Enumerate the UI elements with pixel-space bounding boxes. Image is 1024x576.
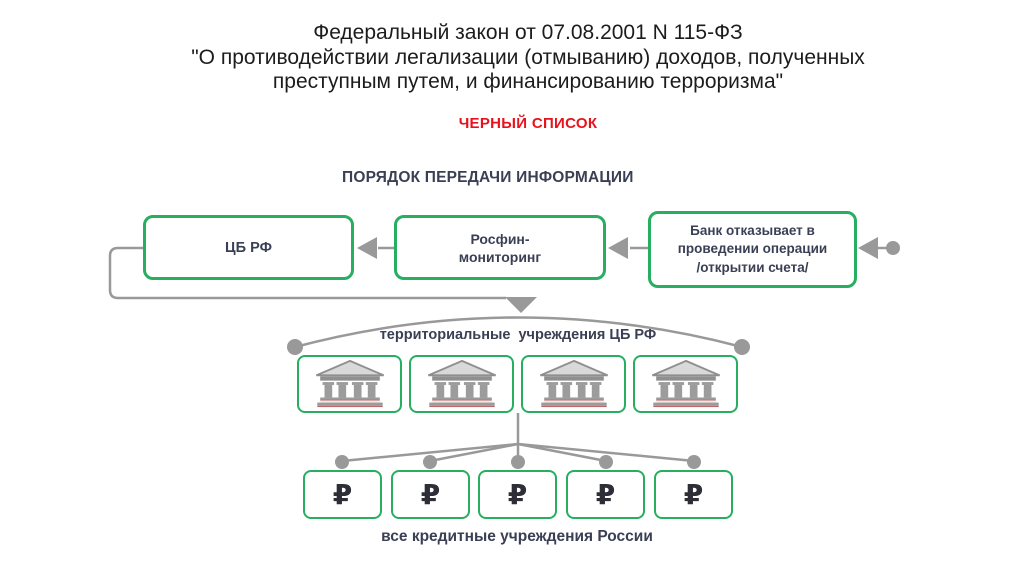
territorial-units-label: территориальные учреждения ЦБ РФ — [379, 327, 657, 343]
ruble-sign-icon: ₽ — [507, 478, 528, 511]
ruble-sign-icon: ₽ — [420, 478, 441, 511]
down-arrowhead-to-territorial — [505, 297, 537, 313]
law-title-line2: "О противодействии легализации (отмывани… — [191, 45, 865, 69]
bank-building-icon — [646, 359, 726, 409]
black-list-label: ЧЕРНЫЙ СПИСОК — [458, 115, 598, 132]
left-arrowhead-bank-to-rosfin — [608, 237, 628, 259]
territorial-arc — [294, 316, 743, 349]
territorial-unit-box — [633, 355, 738, 413]
credit-org-box: ₽ — [391, 470, 470, 519]
fan-dot-1 — [335, 455, 349, 469]
arc-dot-right — [734, 339, 750, 355]
law-title-line1: Федеральный закон от 07.08.2001 N 115-ФЗ — [313, 21, 743, 44]
ruble-sign-icon: ₽ — [683, 478, 704, 511]
fan-dot-5 — [687, 455, 701, 469]
territorial-unit-box — [297, 355, 402, 413]
territorial-unit-box — [521, 355, 626, 413]
source-dot — [886, 241, 900, 255]
fan-line-1 — [341, 442, 519, 463]
section-title: ПОРЯДОК ПЕРЕДАЧИ ИНФОРМАЦИИ — [342, 169, 634, 186]
credit-org-box: ₽ — [478, 470, 557, 519]
credit-org-box: ₽ — [654, 470, 733, 519]
bank-refusal-label: Банк отказывает в проведении операции /о… — [677, 222, 828, 275]
arc-dot-left — [287, 339, 303, 355]
bank-building-icon — [310, 359, 390, 409]
cb-rf-box: ЦБ РФ — [143, 215, 354, 280]
territorial-unit-box — [409, 355, 514, 413]
cb-to-territorial-connector — [108, 246, 506, 300]
law-title-line3: преступным путем, и финансированию терро… — [272, 70, 784, 93]
fan-line-2 — [429, 442, 519, 463]
fan-dot-4 — [599, 455, 613, 469]
fan-line-5 — [517, 442, 695, 463]
bank-building-icon — [534, 359, 614, 409]
rosfinmonitoring-box: Росфин- мониторинг — [394, 215, 606, 280]
ruble-sign-icon: ₽ — [332, 478, 353, 511]
left-arrowhead-rosfin-to-cb — [357, 237, 377, 259]
law-title: Федеральный закон от 07.08.2001 N 115-ФЗ… — [16, 21, 1024, 95]
fan-dot-2 — [423, 455, 437, 469]
fan-dot-3 — [511, 455, 525, 469]
bank-refusal-box: Банк отказывает в проведении операции /о… — [648, 211, 857, 288]
ruble-sign-icon: ₽ — [595, 478, 616, 511]
left-arrowhead-into-bank-box — [858, 237, 878, 259]
credit-orgs-label: все кредитные учреждения России — [381, 528, 653, 545]
rosfinmonitoring-label: Росфин- мониторинг — [458, 230, 542, 265]
credit-org-box: ₽ — [303, 470, 382, 519]
credit-org-box: ₽ — [566, 470, 645, 519]
fan-line-4 — [517, 442, 607, 463]
cb-rf-label: ЦБ РФ — [225, 239, 272, 256]
bank-building-icon — [422, 359, 502, 409]
